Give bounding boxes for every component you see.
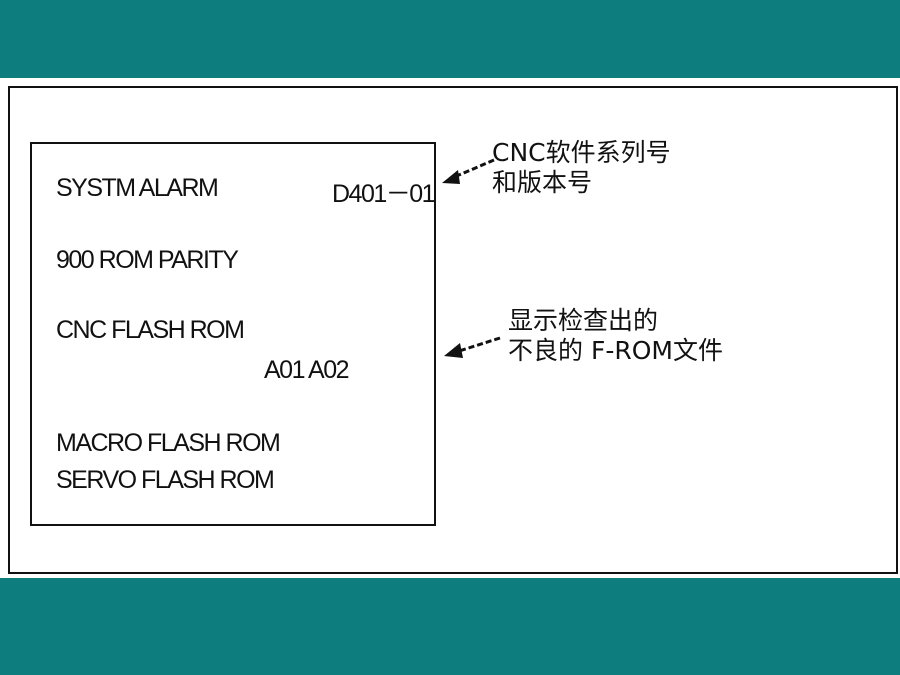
content-panel: SYSTM ALARM D401－01 900 ROM PARITY CNC F… bbox=[0, 78, 900, 578]
bad-file-note-line2: 不良的 F-ROM文件 bbox=[508, 336, 723, 365]
version-note: CNC软件系列号 和版本号 bbox=[492, 138, 671, 198]
panel-frame bbox=[8, 86, 898, 574]
version-note-line1: CNC软件系列号 bbox=[492, 138, 671, 167]
alarm-title: SYSTM ALARM bbox=[56, 174, 219, 202]
bad-file-note-line1: 显示检查出的 bbox=[508, 306, 659, 335]
version-arrow-icon bbox=[442, 158, 495, 184]
servo-flash-rom: SERVO FLASH ROM bbox=[56, 466, 275, 494]
bottom-band bbox=[0, 578, 900, 675]
bad-file-note: 显示检查出的 不良的 F-ROM文件 bbox=[508, 306, 723, 366]
version-note-line2: 和版本号 bbox=[492, 168, 593, 197]
cnc-flash-rom: CNC FLASH ROM bbox=[56, 316, 245, 344]
bad-file-list: A01 A02 bbox=[264, 356, 350, 384]
series-version: D401－01 bbox=[332, 180, 436, 208]
macro-flash-rom: MACRO FLASH ROM bbox=[56, 429, 281, 457]
top-band bbox=[0, 0, 900, 78]
bad-file-arrow-icon bbox=[444, 336, 501, 358]
parity-error: 900 ROM PARITY bbox=[56, 246, 239, 274]
alarm-screen: SYSTM ALARM D401－01 900 ROM PARITY CNC F… bbox=[30, 142, 436, 526]
